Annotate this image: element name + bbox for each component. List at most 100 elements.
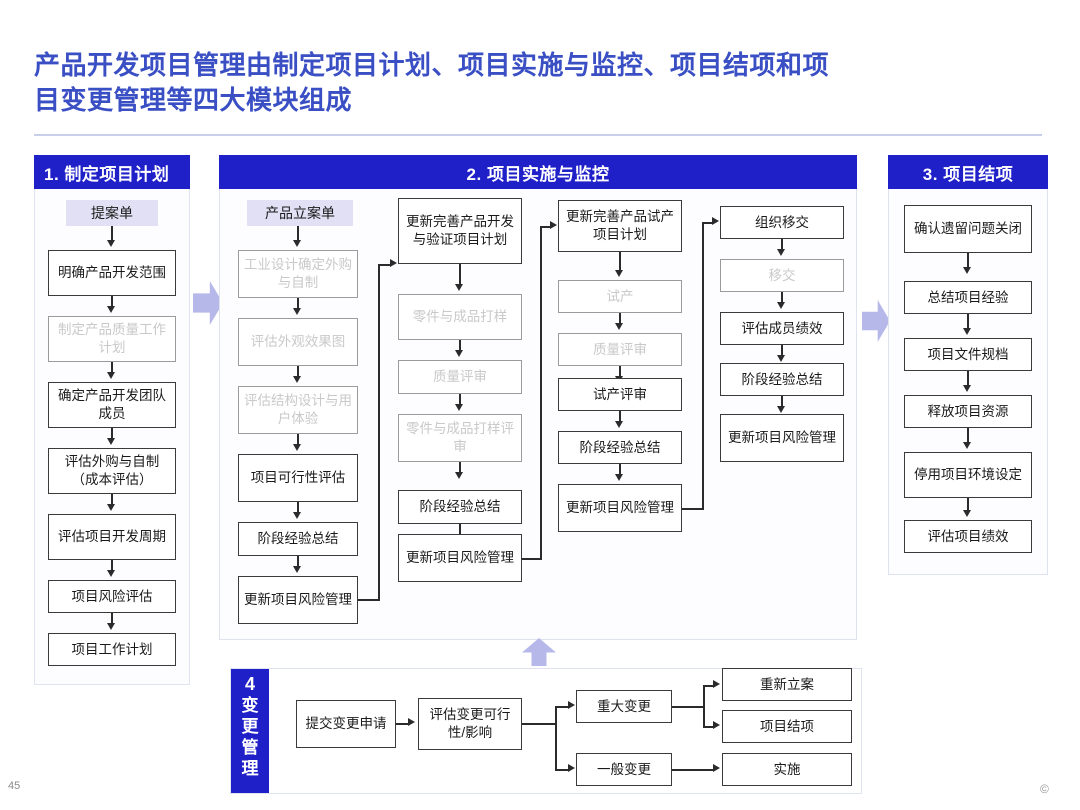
connector [111, 362, 113, 374]
section-3-step-5[interactable]: 评估项目绩效 [904, 520, 1032, 553]
arrow-right-icon [550, 221, 557, 229]
connector [297, 502, 299, 514]
page-title: 产品开发项目管理由制定项目计划、项目实施与监控、项目结项和项 目变更管理等四大模… [34, 48, 1042, 118]
section-2-col-1-step-0[interactable]: 工业设计确定外购与自制 [238, 250, 358, 298]
section-2-col-4-step-4[interactable]: 更新项目风险管理 [720, 414, 844, 462]
copyright-icon: © [1040, 782, 1049, 796]
title-divider [34, 134, 1042, 136]
section-2-col-1-step-2[interactable]: 评估结构设计与用户体验 [238, 386, 358, 434]
connector [703, 685, 715, 687]
arrow-down-icon [777, 406, 785, 413]
connector [459, 524, 461, 536]
arrow-down-icon [293, 240, 301, 247]
section-4-to-2-arrow-icon [522, 638, 556, 666]
arrow-down-icon [777, 249, 785, 256]
section-2-col-2-step-4[interactable]: 阶段经验总结 [398, 490, 522, 524]
section-2-col-4-step-0[interactable]: 组织移交 [720, 206, 844, 239]
section-2-col-4-step-2[interactable]: 评估成员绩效 [720, 312, 844, 345]
section-2-col-2-step-0[interactable]: 更新完善产品开发与验证项目计划 [398, 198, 522, 264]
section-2-col-3-step-5[interactable]: 更新项目风险管理 [558, 484, 682, 532]
section-3-step-1[interactable]: 总结项目经验 [904, 281, 1032, 314]
section-4-submit-change-request[interactable]: 提交变更申请 [296, 700, 396, 748]
section-2-col-1-step-4[interactable]: 阶段经验总结 [238, 522, 358, 556]
connector [111, 560, 113, 572]
connector [111, 428, 113, 440]
section-3-header: 3. 项目结项 [888, 155, 1048, 189]
section-2-col-4-step-1[interactable]: 移交 [720, 259, 844, 292]
connector [555, 706, 557, 770]
section-1-step-2[interactable]: 确定产品开发团队成员 [48, 382, 176, 428]
connector [702, 222, 714, 224]
arrow-down-icon [963, 267, 971, 274]
section-2-col-2-step-5[interactable]: 更新项目风险管理 [398, 534, 522, 582]
section-4-label: 4 变 更 管 理 [231, 669, 269, 793]
connector [967, 253, 969, 269]
arrow-down-icon [963, 328, 971, 335]
section-3-step-2[interactable]: 项目文件规档 [904, 338, 1032, 371]
section-2-col-1-step-3[interactable]: 项目可行性评估 [238, 454, 358, 502]
arrow-down-icon [107, 570, 115, 577]
section-2-col-3-step-3[interactable]: 试产评审 [558, 378, 682, 411]
section-4-minor-change[interactable]: 一般变更 [576, 753, 672, 786]
section-3-step-4[interactable]: 停用项目环境设定 [904, 452, 1032, 498]
connector [459, 394, 461, 406]
arrow-down-icon [455, 472, 463, 479]
arrow-down-icon [107, 504, 115, 511]
section-2-col-3-step-2[interactable]: 质量评审 [558, 333, 682, 366]
section-1-step-1[interactable]: 制定产品质量工作计划 [48, 316, 176, 362]
section-1-header: 1. 制定项目计划 [34, 155, 190, 189]
section-4-evaluate-change[interactable]: 评估变更可行性/影响 [418, 698, 522, 750]
connector [396, 723, 410, 725]
connector [781, 239, 783, 251]
arrow-right-icon [713, 680, 720, 688]
section-1-step-6[interactable]: 项目工作计划 [48, 633, 176, 666]
connector [111, 613, 113, 625]
arrow-down-icon [107, 438, 115, 445]
section-4-major-change[interactable]: 重大变更 [576, 690, 672, 723]
arrow-down-icon [615, 421, 623, 428]
arrow-down-icon [963, 510, 971, 517]
section-4-re-register[interactable]: 重新立案 [722, 668, 852, 701]
section-2-col-2-step-3[interactable]: 零件与成品打样评审 [398, 414, 522, 462]
connector [459, 264, 461, 286]
connector [378, 264, 380, 600]
section-2-col-1-step-5[interactable]: 更新项目风险管理 [238, 576, 358, 624]
section-2-col-3-step-0[interactable]: 更新完善产品试产项目计划 [558, 200, 682, 252]
section-2-col-2-step-1[interactable]: 零件与成品打样 [398, 294, 522, 340]
section-1-step-4[interactable]: 评估项目开发周期 [48, 514, 176, 560]
connector [967, 371, 969, 387]
section-1-step-3[interactable]: 评估外购与自制（成本评估） [48, 448, 176, 494]
arrow-down-icon [615, 323, 623, 330]
connector [967, 498, 969, 512]
section-2-col-1-step-1[interactable]: 评估外观效果图 [238, 318, 358, 366]
section-3-step-3[interactable]: 释放项目资源 [904, 395, 1032, 428]
arrow-down-icon [293, 444, 301, 451]
section-2-col-4-step-3[interactable]: 阶段经验总结 [720, 363, 844, 396]
section-3-step-0[interactable]: 确认遗留问题关闭 [904, 205, 1032, 253]
section-4-char-0: 变 [241, 696, 259, 715]
arrow-down-icon [293, 512, 301, 519]
section-4-close-project[interactable]: 项目结项 [722, 710, 852, 743]
arrow-down-icon [777, 355, 785, 362]
connector [522, 558, 542, 560]
section-4-char-2: 管 [241, 738, 259, 757]
arrow-right-icon [390, 259, 397, 267]
connector [619, 464, 621, 476]
arrow-down-icon [455, 284, 463, 291]
section-2-col-3-step-4[interactable]: 阶段经验总结 [558, 431, 682, 464]
section-4-number: 4 [244, 674, 255, 694]
connector [555, 769, 570, 771]
section-1-entry-chip: 提案单 [66, 200, 158, 226]
connector [672, 769, 714, 771]
arrow-down-icon [107, 623, 115, 630]
arrow-down-icon [455, 350, 463, 357]
connector [540, 226, 552, 228]
section-2-col-3-step-1[interactable]: 试产 [558, 280, 682, 313]
arrow-down-icon [293, 376, 301, 383]
section-1-step-5[interactable]: 项目风险评估 [48, 580, 176, 613]
section-1-step-0[interactable]: 明确产品开发范围 [48, 250, 176, 296]
page-title-line-2: 目变更管理等四大模块组成 [34, 85, 353, 115]
section-4-implement[interactable]: 实施 [722, 753, 852, 786]
section-2-col-2-step-2[interactable]: 质量评审 [398, 360, 522, 394]
connector [111, 226, 113, 242]
